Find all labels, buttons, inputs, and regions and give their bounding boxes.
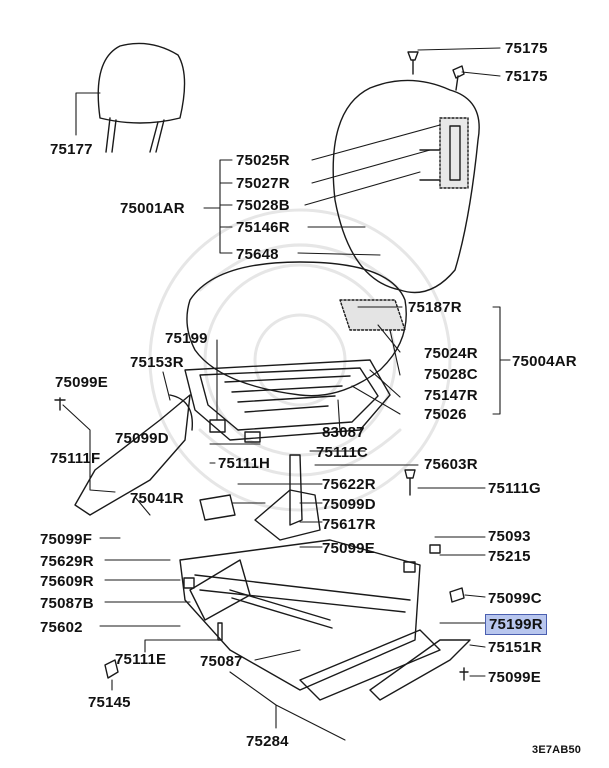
label-75028B: 75028B: [236, 197, 290, 214]
label-75027R: 75027R: [236, 175, 290, 192]
label-75111H: 75111H: [218, 455, 271, 472]
seat-back-part: [332, 79, 480, 294]
label-75215: 75215: [488, 548, 531, 565]
diagram-code: 3E7AB50: [532, 744, 582, 756]
label-75093: 75093: [488, 528, 531, 545]
recliner-part: [199, 454, 321, 541]
label-75099E-b: 75099E: [322, 540, 375, 557]
label-75603R: 75603R: [424, 456, 478, 473]
seat-cushion-part: [186, 261, 407, 397]
label-75111C: 75111C: [316, 444, 369, 461]
label-75099D-b: 75099D: [322, 496, 376, 513]
label-75024R: 75024R: [424, 345, 478, 362]
label-75284: 75284: [246, 733, 289, 750]
side-shield-part: [369, 639, 471, 701]
headrest-part: [97, 42, 186, 153]
label-75629R: 75629R: [40, 553, 94, 570]
fastener-parts: [54, 51, 469, 681]
label-75622R: 75622R: [322, 476, 376, 493]
label-75609R: 75609R: [40, 573, 94, 590]
seat-rail-part: [179, 539, 441, 701]
label-75617R: 75617R: [322, 516, 376, 533]
label-75111E: 75111E: [115, 651, 167, 668]
label-75175-b: 75175: [505, 68, 548, 85]
label-75041R: 75041R: [130, 490, 184, 507]
label-75199R-highlighted[interactable]: 75199R: [485, 614, 547, 635]
label-75187R: 75187R: [408, 299, 462, 316]
side-cover-part: [74, 394, 194, 516]
label-75099D-a: 75099D: [115, 430, 169, 447]
label-75099C: 75099C: [488, 590, 542, 607]
label-75087B: 75087B: [40, 595, 94, 612]
label-75602: 75602: [40, 619, 83, 636]
label-75111F: 75111F: [50, 450, 101, 467]
label-75199: 75199: [165, 330, 208, 347]
label-75153R: 75153R: [130, 354, 184, 371]
label-75004AR: 75004AR: [512, 353, 577, 370]
leader-lines: [62, 47, 511, 741]
label-75175-a: 75175: [505, 40, 548, 57]
label-75026: 75026: [424, 406, 467, 423]
label-75028C: 75028C: [424, 366, 478, 383]
cushion-frame-part: [184, 359, 391, 441]
label-75111G: 75111G: [488, 480, 541, 497]
label-75146R: 75146R: [236, 219, 290, 236]
label-75145: 75145: [88, 694, 131, 711]
label-75025R: 75025R: [236, 152, 290, 169]
label-75099F: 75099F: [40, 531, 93, 548]
label-75001AR: 75001AR: [120, 200, 185, 217]
label-75177: 75177: [50, 141, 93, 158]
label-75087: 75087: [200, 653, 243, 670]
label-83087: 83087: [322, 424, 365, 441]
label-75099E-a: 75099E: [55, 374, 108, 391]
label-75099E-c: 75099E: [488, 669, 541, 686]
label-75151R: 75151R: [488, 639, 542, 656]
label-75648: 75648: [236, 246, 279, 263]
label-75147R: 75147R: [424, 387, 478, 404]
